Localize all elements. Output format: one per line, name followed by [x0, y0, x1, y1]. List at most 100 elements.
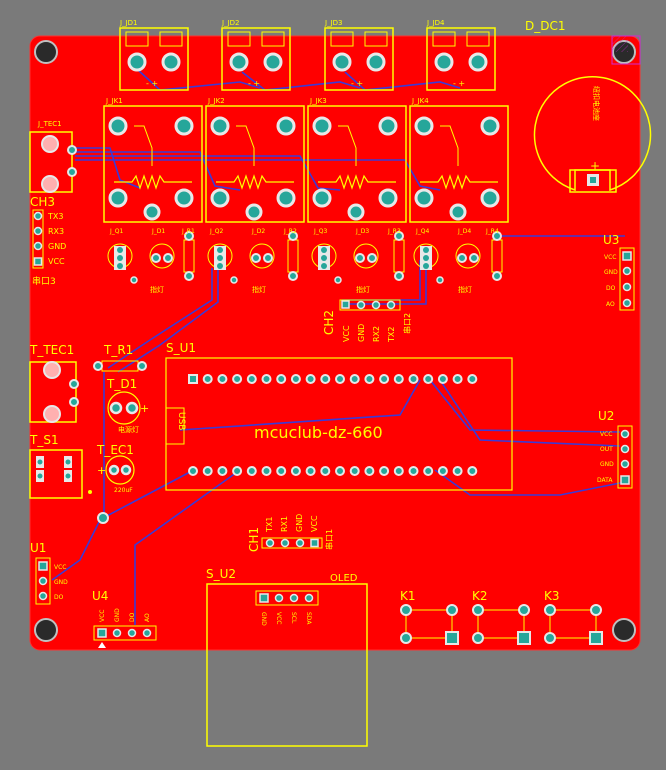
via-pad — [97, 512, 109, 524]
mcu-pin — [379, 374, 390, 384]
t-d1-label: T_D1 — [106, 377, 137, 391]
j-tec1-connector — [29, 131, 77, 193]
t-r1-resistor — [93, 360, 147, 372]
ch1-pin-3: GND — [295, 514, 304, 532]
j-jk1-label: J_JK1 — [105, 97, 123, 105]
mcu-pin — [276, 374, 287, 384]
u1-header — [35, 557, 51, 605]
mcu-pin — [217, 466, 228, 476]
u4-pin-1: VCC — [99, 610, 106, 622]
ch1-name: 串口1 — [325, 529, 334, 550]
ch2-pin-4: TX2 — [387, 327, 396, 343]
mcu-pin — [423, 466, 434, 476]
mcu-pin — [349, 466, 360, 476]
selection-marks — [611, 35, 641, 65]
mounting-holes — [34, 40, 636, 642]
u3-pin-3: DO — [606, 285, 616, 292]
j-jd1-label: J_JD1 — [119, 19, 137, 27]
t-s1-switch — [29, 449, 92, 499]
k3-label: K3 — [544, 589, 560, 603]
oled-pin-4: SDA — [305, 612, 312, 625]
t-ec1-value: 220uF — [114, 487, 133, 494]
ch2-name: 串口2 — [403, 313, 412, 334]
mcu-pin — [261, 374, 272, 384]
mcu-pin — [202, 466, 213, 476]
u2-label: U2 — [598, 409, 614, 423]
t-d1-note: 电源灯 — [118, 425, 139, 434]
ch1-header — [261, 537, 323, 549]
j-r2-label: J_R2 — [283, 228, 297, 235]
s-u1-bottom-pins — [188, 466, 478, 476]
mcu-pin — [408, 466, 419, 476]
mcu-pin — [232, 466, 243, 476]
u4-header — [93, 625, 157, 648]
t-s1-label: T_S1 — [29, 433, 59, 447]
mcu-pin — [232, 374, 243, 384]
u2-pin-1: VCC — [600, 431, 612, 438]
relays — [103, 105, 509, 223]
ch3-pin-2: RX3 — [48, 227, 64, 236]
led4-note: 指灯 — [458, 285, 472, 294]
oled-outline — [206, 583, 368, 747]
mcu-pin — [246, 374, 257, 384]
led3-note: 指灯 — [356, 285, 370, 294]
u3-header — [619, 247, 635, 311]
mcu-pin — [408, 374, 419, 384]
mcu-pin — [393, 466, 404, 476]
ch2-pin-1: VCC — [342, 325, 351, 342]
mcu-pin — [423, 374, 434, 384]
u4-pin-3: DO — [129, 612, 136, 622]
ch3-header — [32, 209, 44, 269]
t-tec1-jack — [29, 361, 79, 423]
oled-pin-1: GND — [260, 612, 267, 626]
j-jk4-label: J_JK4 — [411, 97, 429, 105]
j-d4-label: J_D4 — [457, 228, 471, 235]
s-u1-label: S_U1 — [166, 341, 196, 355]
mcu-pin — [349, 374, 360, 384]
j-q2-label: J_Q2 — [209, 228, 223, 235]
mcu-pin — [452, 466, 463, 476]
u2-pin-2: OUT — [600, 446, 613, 453]
ch2-pin-2: GND — [357, 324, 366, 342]
mcu-pin — [261, 466, 272, 476]
j-q4-label: J_Q4 — [415, 228, 429, 235]
ch1-pin-1: TX1 — [265, 517, 274, 533]
t-ec1-label: T_EC1 — [96, 443, 134, 457]
u4-label: U4 — [92, 589, 108, 603]
mcu-pin — [335, 466, 345, 476]
oled-pin-3: SCL — [290, 612, 297, 624]
j-r4-label: J_R4 — [485, 228, 499, 235]
j-q1-label: J_Q1 — [109, 228, 123, 235]
oled-header — [255, 590, 319, 606]
coin-cell-holder: + — [533, 75, 652, 193]
mcu-pin — [217, 374, 228, 384]
svg-text:+: + — [97, 464, 106, 477]
usb-outline — [165, 407, 185, 445]
k1-label: K1 — [400, 589, 416, 603]
battery-note: 纽扣电池座 — [592, 86, 601, 121]
t-ec1-capacitor: + — [97, 455, 135, 485]
copper-traces — [51, 69, 626, 625]
u1-pin-3: DO — [54, 594, 64, 601]
u3-pin-2: GND — [604, 269, 618, 276]
ch2-label: CH2 — [322, 310, 336, 335]
ch3-pin-4: VCC — [48, 257, 65, 266]
u3-pin-4: AO — [606, 301, 615, 308]
ch1-pin-4: VCC — [310, 515, 319, 532]
led1-note: 指灯 — [150, 285, 164, 294]
oled-pin-2: VCC — [275, 612, 282, 624]
j-jd4-label: J_JD4 — [426, 19, 445, 27]
u4-pin-2: GND — [114, 608, 121, 622]
led2-note: 指灯 — [252, 285, 266, 294]
mcu-pin — [364, 374, 375, 384]
mcu-pin — [246, 466, 257, 476]
mcu-pin — [335, 374, 345, 384]
j-r1-label: J_R1 — [181, 228, 195, 235]
u3-label: U3 — [603, 233, 619, 247]
j-q3-label: J_Q3 — [313, 228, 327, 235]
t-d1-led: + — [107, 391, 149, 425]
mcu-pin — [188, 374, 198, 384]
j-jk2-label: J_JK2 — [207, 97, 225, 105]
mcu-pin — [320, 466, 331, 476]
